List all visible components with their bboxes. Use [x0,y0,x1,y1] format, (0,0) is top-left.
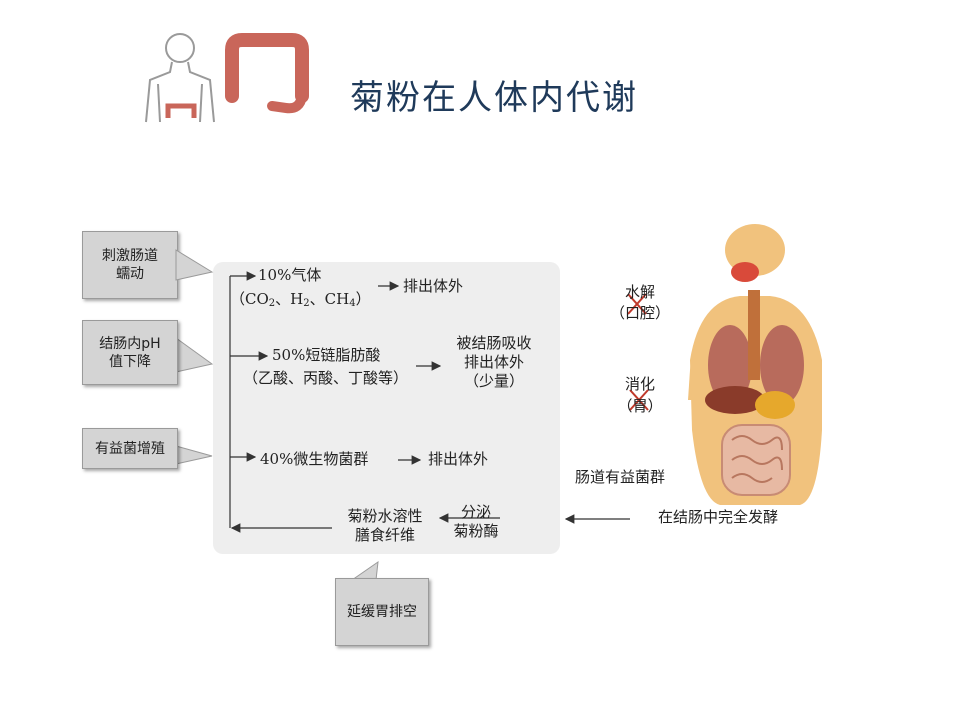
cross-icon [629,389,649,411]
mouth-label: （口腔） [609,304,670,322]
gas-sub-2: 2 [303,298,310,309]
colon-fermentation-label: 在结肠中完全发酵 [658,508,779,526]
secrete-label: 分泌 [460,503,491,521]
microbe-excreted: 排出体外 [428,450,489,468]
scfa-outcome-line2: 排出体外 [463,353,524,371]
gas-mid-2: 、CH [309,290,350,308]
inulin-fiber-line1: 菊粉水溶性 [347,507,423,525]
pointer-bacteria [175,445,213,465]
enzyme-label: 菊粉酶 [453,522,499,540]
scfa-outcome-line1: 被结肠吸收 [456,334,532,352]
scfa-percentage: 50%短链脂肪酸 [272,346,381,364]
callout-ph-line2: 值下降 [108,353,151,370]
metabolism-panel [213,262,560,554]
human-colon-icon [165,103,197,118]
callout-stimulate-line2: 蠕动 [116,266,144,282]
inulin-fiber: 菊粉水溶性 膳食纤维 [335,507,435,545]
scfa-outcome-line3: （少量） [463,372,524,390]
callout-ph-line1: 结肠内pH [99,335,161,352]
scfa-outcome: 被结肠吸收 排出体外 （少量） [444,334,544,391]
gas-sub-3: 4 [349,298,356,309]
gas-close: ） [355,290,371,308]
callout-bacteria: 有益菌增殖 [82,428,178,469]
microbe-percentage: 40%微生物菌群 [260,450,369,468]
hydrolysis-label: 水解 [624,283,655,301]
gut-flora-label: 肠道有益菌群 [575,468,666,486]
human-anatomy-icon [688,224,822,505]
colon-icon [225,33,309,114]
gas-mid: 、H [275,290,304,308]
gas-percentage: 10%气体 [258,266,322,284]
pointer-stimulate [175,249,214,281]
human-outline-icon [145,33,215,123]
callout-delay-text: 延缓胃排空 [347,604,417,620]
cross-icon [627,293,647,315]
callout-ph: 结肠内pH 值下降 [82,320,178,385]
pointer-ph [175,337,214,373]
gas-sub-1: 2 [268,298,276,309]
callout-stimulate-line1: 刺激肠道 [102,248,158,264]
gas-open: （CO [230,290,269,308]
gas-composition: （CO2、H2、CH4） [230,290,371,313]
digestion-label: 消化 [624,375,655,393]
page-title: 菊粉在人体内代谢 [350,78,638,118]
enzyme-secretion: 分泌 菊粉酶 [452,503,500,541]
gas-excreted: 排出体外 [403,277,464,295]
callout-stimulate: 刺激肠道 蠕动 [82,231,178,299]
callout-bacteria-text: 有益菌增殖 [95,440,165,457]
inulin-fiber-line2: 膳食纤维 [354,526,415,544]
stomach-label: （胃） [617,397,663,415]
scfa-types: （乙酸、丙酸、丁酸等） [243,369,409,387]
callout-delay: 延缓胃排空 [335,578,429,646]
